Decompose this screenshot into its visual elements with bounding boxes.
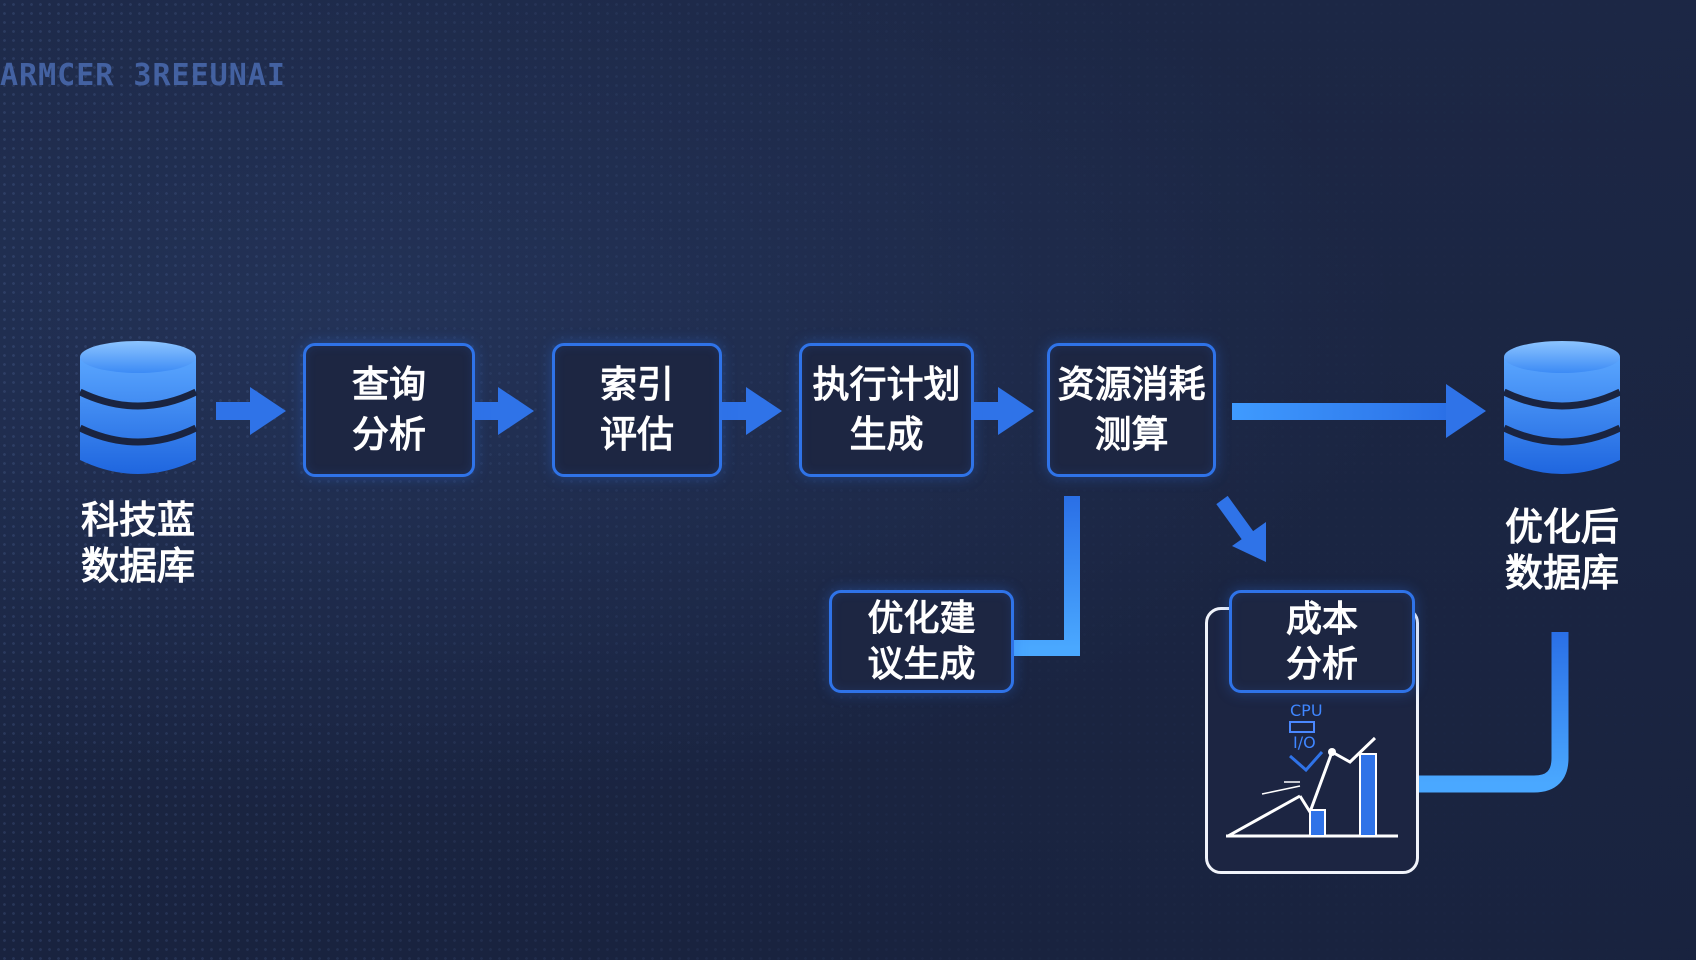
- step-cost-analysis[interactable]: 成本 分析: [1229, 590, 1415, 693]
- target-database-label: 优化后 数据库: [1504, 505, 1619, 595]
- arrow-db-to-query: [216, 387, 286, 435]
- arrow-resource-to-target: [1232, 384, 1486, 438]
- step-index-evaluation[interactable]: 索引 评估: [552, 343, 722, 477]
- connector-resource-to-optimize: [1012, 496, 1080, 656]
- step-query-analysis[interactable]: 查询 分析: [303, 343, 475, 477]
- step-execution-plan[interactable]: 执行计划 生成: [799, 343, 974, 477]
- target-database-icon: [1502, 341, 1622, 474]
- arrow-query-to-index: [474, 387, 534, 435]
- source-database-icon: [78, 341, 198, 474]
- step-optimization-suggestion[interactable]: 优化建 议生成: [829, 590, 1014, 693]
- step-resource-estimation[interactable]: 资源消耗 测算: [1047, 343, 1216, 477]
- arrow-plan-to-resource: [970, 387, 1034, 435]
- arrow-index-to-plan: [722, 387, 782, 435]
- source-database-label: 科技蓝 数据库: [80, 498, 195, 588]
- cost-chart-cpu-label: CPU: [1290, 701, 1323, 720]
- connector-cost-to-target: [1418, 632, 1569, 793]
- cost-chart-icon: [1226, 721, 1398, 838]
- header-text: ARMCER 3REEUNAI: [0, 58, 286, 93]
- cost-chart-io-label: I/O: [1293, 733, 1316, 752]
- arrow-resource-to-cost: [1216, 495, 1266, 562]
